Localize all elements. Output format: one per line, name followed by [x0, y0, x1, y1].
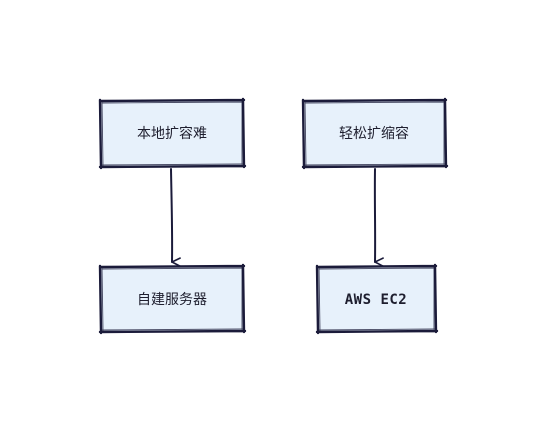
node-easy-scale[interactable]: 轻松扩缩容	[301, 97, 449, 170]
node-aws-ec2-sketch	[318, 266, 436, 332]
node-self-built-servers-sketch	[101, 266, 244, 332]
node-local-hard-scale-label: 本地扩容难	[137, 125, 207, 142]
node-easy-scale-border	[301, 97, 449, 170]
node-easy-scale-box	[304, 101, 445, 166]
node-local-hard-scale-border	[98, 97, 247, 170]
node-easy-scale-sketch	[304, 100, 446, 167]
node-local-hard-scale[interactable]: 本地扩容难	[98, 97, 247, 170]
node-self-built-servers-box	[101, 267, 243, 331]
node-self-built-servers[interactable]: 自建服务器	[98, 263, 247, 335]
node-local-hard-scale-box	[101, 101, 243, 166]
node-aws-ec2[interactable]: AWS EC2	[315, 263, 439, 335]
node-aws-ec2-label: AWS EC2	[345, 292, 408, 308]
node-self-built-servers-label: 自建服务器	[137, 292, 207, 308]
node-aws-ec2-box	[318, 267, 435, 331]
arrow-local-to-self-built	[170, 168, 181, 267]
node-easy-scale-label: 轻松扩缩容	[339, 125, 409, 142]
node-local-hard-scale-sketch	[101, 100, 244, 167]
